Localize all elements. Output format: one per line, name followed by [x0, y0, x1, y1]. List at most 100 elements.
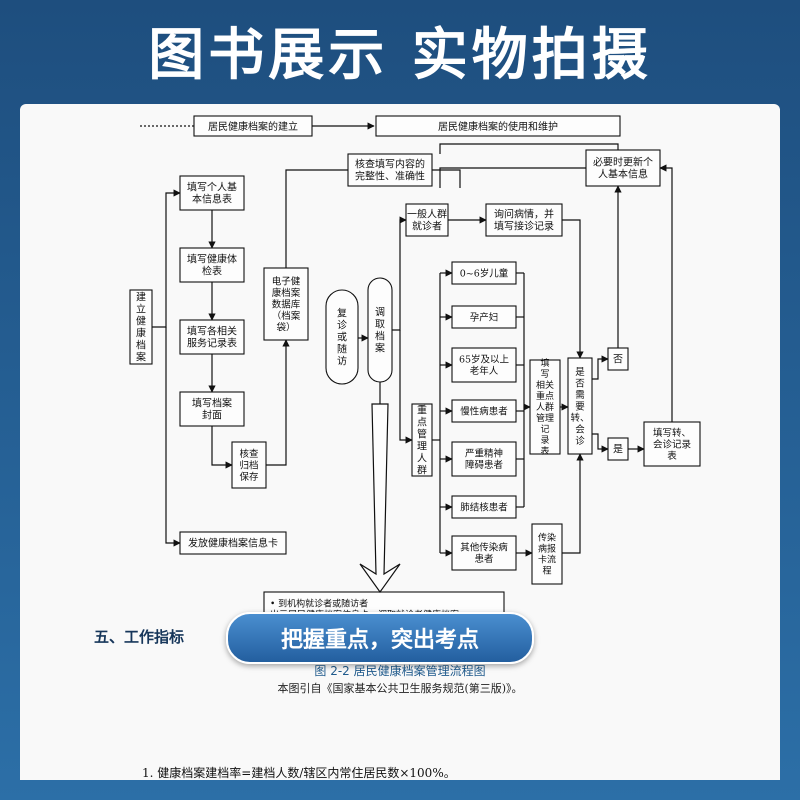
node-key-groups-text: 人	[417, 453, 427, 465]
node-g-elderly	[451, 347, 517, 383]
node-e-database-text: 康档案	[272, 287, 301, 299]
node-fill-service-text: 填写各相关	[187, 325, 237, 338]
node-fill-key-text: 管理	[536, 412, 554, 424]
legend-dotted-box	[193, 115, 313, 137]
node-key-groups-text: 理	[417, 441, 427, 453]
node-fill-key-text: 录	[540, 435, 549, 446]
node-infect-report	[531, 523, 563, 585]
node-need-referral-text: 会	[575, 423, 585, 435]
node-inquire-text: 询问病情，并	[494, 208, 554, 221]
node-update-basic-text: 人基本信息	[598, 168, 648, 181]
node-retrieve-text: 调	[375, 307, 385, 319]
node-key-groups-text: 点	[417, 417, 427, 429]
node-update-basic-text: 必要时更新个	[593, 156, 653, 169]
node-issue-card	[179, 531, 287, 555]
highlight-pill-text: 把握重点，突出考点	[280, 628, 479, 653]
header-banner: 图书展示 实物拍摄	[0, 0, 800, 100]
node-g-mental-text: 障碍患者	[465, 459, 503, 471]
node-fill-cover-text: 填写档案	[192, 397, 232, 410]
node-fill-key-text: 重点	[536, 390, 554, 402]
node-key-groups-text: 重	[417, 404, 427, 417]
figure-source: 本图引自《国家基本公共卫生服务规范(第三版)》。	[277, 682, 523, 695]
legend-dotted-label: 居民健康档案的建立	[208, 120, 298, 133]
node-general-text: 就诊者	[412, 220, 442, 233]
legend-solid-label: 居民健康档案的使用和维护	[438, 120, 558, 133]
node-g-chronic-text: 慢性病患者	[460, 405, 508, 417]
figure-caption: 图 2-2 居民健康档案管理流程图	[314, 664, 486, 678]
node-fill-exam-text: 检表	[202, 265, 222, 278]
node-inquire-text: 填写接诊记录	[494, 220, 554, 233]
node-e-database-text: 袋）	[276, 321, 295, 333]
node-establish-text: 立	[136, 303, 146, 316]
node-g-infect-text: 患者	[474, 553, 493, 565]
node-retrieve-text: 档	[375, 330, 385, 343]
node-check-complete-text: 完整性、准确性	[355, 170, 425, 183]
node-revisit-text: 复	[337, 307, 347, 320]
node-revisit-text: 访	[337, 356, 347, 368]
node-fill-key-text: 相关	[536, 379, 554, 391]
node-retrieve-text: 取	[375, 319, 385, 331]
node-establish-text: 康	[136, 327, 146, 340]
node-fill-key-text: 写	[540, 369, 549, 380]
node-fill-basic-text: 本信息表	[192, 193, 232, 206]
node-fill-cover-text: 封面	[202, 409, 222, 422]
node-retrieve	[367, 277, 393, 383]
node-fill-key-text: 人群	[536, 401, 554, 413]
node-general	[405, 203, 449, 237]
node-check-archive-text: 核查	[239, 448, 259, 460]
node-fill-exam	[179, 247, 245, 283]
node-fill-referral-text: 会诊记录	[653, 438, 692, 450]
node-fill-key	[529, 359, 561, 455]
node-check-archive	[231, 441, 267, 489]
node-revisit-text: 随	[337, 343, 347, 356]
node-fill-referral-text: 填写转、	[653, 427, 691, 439]
node-g-infect-text: 其他传染病	[460, 542, 508, 554]
node-fill-key-text: 记	[540, 424, 549, 435]
node-g-child-text: 0~6岁儿童	[460, 267, 509, 279]
section-heading: 五、工作指标	[94, 628, 185, 646]
node-e-database	[263, 267, 309, 341]
node-g-mental	[451, 441, 517, 477]
highlight-pill: 把握重点，突出考点	[226, 612, 534, 664]
node-revisit	[325, 289, 359, 385]
node-check-complete-text: 核查填写内容的	[355, 158, 425, 171]
node-general-text: 一般人群	[407, 208, 447, 221]
node-bottom-box-text: • 到机构就诊者或随访者	[270, 598, 368, 610]
header-title: 图书展示 实物拍摄	[148, 22, 652, 88]
node-update-basic	[585, 149, 661, 187]
node-fill-key-text: 填	[540, 357, 549, 369]
node-check-complete	[347, 153, 433, 187]
flowchart: 建立健康档案填写个人基本信息表填写健康体检表填写各相关服务记录表填写档案封面核查…	[129, 115, 701, 649]
node-need-referral-text: 诊	[575, 435, 585, 447]
node-check-archive-text: 归档	[239, 459, 258, 471]
node-need-referral-text: 是	[575, 367, 585, 378]
big-down-arrow	[359, 403, 401, 594]
node-g-tb-text: 肺结核患者	[460, 501, 508, 513]
node-fill-exam-text: 填写健康体	[187, 253, 237, 266]
node-g-tb	[451, 495, 517, 519]
node-revisit-text: 诊	[337, 319, 347, 332]
node-need-referral-text: 转、	[570, 412, 589, 424]
node-e-database-text: 电子健	[272, 275, 301, 287]
node-establish	[129, 289, 153, 365]
node-g-child	[451, 261, 517, 285]
node-revisit-text: 或	[337, 332, 347, 344]
node-no	[607, 347, 629, 371]
node-check-archive-text: 保存	[239, 471, 259, 483]
node-establish-text: 建	[136, 291, 146, 304]
node-fill-cover	[179, 391, 245, 427]
node-fill-basic	[179, 175, 245, 211]
node-yes-text: 是	[613, 444, 623, 456]
node-g-pregnant	[451, 305, 517, 329]
node-key-groups-text: 群	[417, 464, 427, 477]
node-inquire	[485, 203, 563, 237]
node-need-referral	[567, 357, 593, 455]
node-fill-basic-text: 填写个人基	[187, 181, 237, 194]
node-fill-service	[179, 319, 245, 355]
node-need-referral-text: 需	[575, 390, 585, 401]
node-g-infect	[451, 535, 517, 571]
node-infect-report-text: 程	[542, 566, 551, 577]
node-establish-text: 健	[136, 316, 146, 328]
node-key-groups-text: 管	[417, 428, 427, 441]
node-e-database-text: 数据库	[272, 298, 301, 310]
